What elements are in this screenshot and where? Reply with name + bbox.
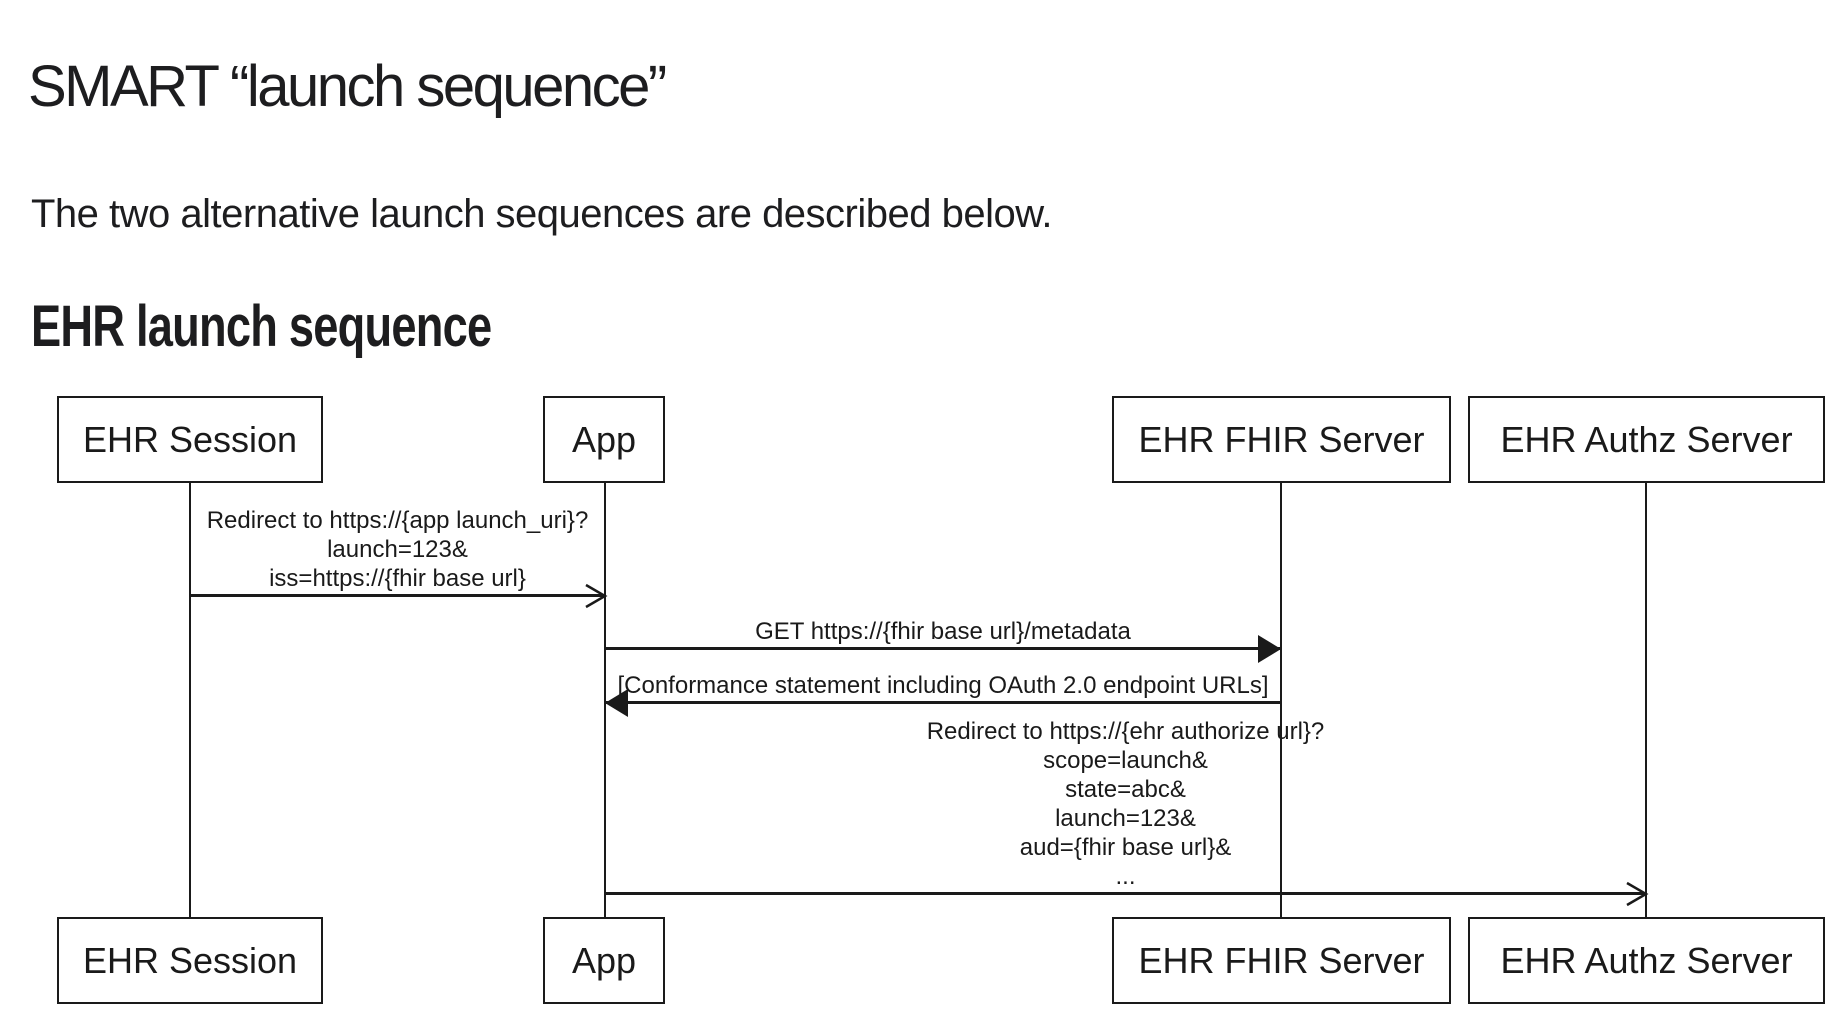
participant-label: EHR Session [82, 939, 298, 981]
section-heading: EHR launch sequence [31, 294, 492, 360]
participant-label: App [571, 418, 637, 460]
participant-box-bottom: EHR FHIR Server [1112, 917, 1451, 1004]
participant-label: EHR Authz Server [1500, 418, 1793, 460]
participant-label: EHR Authz Server [1500, 939, 1793, 981]
participant-box-top: EHR Authz Server [1468, 396, 1825, 483]
participant-box-bottom: EHR Authz Server [1468, 917, 1825, 1004]
message-label-line: Redirect to https://{app launch_uri}? [206, 507, 589, 534]
message-label-line: launch=123& [327, 536, 468, 563]
participant-label: App [571, 939, 637, 981]
page-title: SMART “launch sequence” [28, 53, 667, 119]
lifeline [189, 483, 191, 917]
message-label-line: iss=https://{fhir base url} [269, 565, 526, 592]
arrowhead-filled-icon [605, 689, 628, 717]
message-label: Redirect to https://{app launch_uri}?lau… [207, 506, 589, 593]
message-label-line: state=abc& [1065, 776, 1186, 803]
message-line [190, 594, 605, 597]
message-line [605, 701, 1281, 704]
participant-box-top: App [543, 396, 665, 483]
message-label-line: [Conformance statement including OAuth 2… [617, 672, 1269, 699]
participant-box-bottom: App [543, 917, 665, 1004]
message-line [605, 647, 1281, 650]
participant-box-bottom: EHR Session [57, 917, 323, 1004]
message-label-line: aud={fhir base url}& [1019, 834, 1232, 861]
participant-label: EHR FHIR Server [1138, 939, 1425, 981]
arrowhead-filled-icon [1258, 635, 1281, 663]
message-label: GET https://{fhir base url}/metadata [755, 617, 1131, 646]
message-label-line: launch=123& [1055, 805, 1196, 832]
arrowhead-open-icon [585, 583, 608, 609]
participant-label: EHR FHIR Server [1138, 418, 1425, 460]
arrowhead-open-icon [1626, 881, 1649, 907]
participant-box-top: EHR Session [57, 396, 323, 483]
lifeline [1280, 483, 1282, 917]
lifeline [1645, 483, 1647, 917]
participant-box-top: EHR FHIR Server [1112, 396, 1451, 483]
message-label-line: Redirect to https://{ehr authorize url}? [926, 718, 1325, 745]
message-label: [Conformance statement including OAuth 2… [617, 671, 1268, 700]
participant-label: EHR Session [82, 418, 298, 460]
message-label-line: GET https://{fhir base url}/metadata [755, 618, 1131, 645]
intro-text: The two alternative launch sequences are… [31, 192, 1053, 236]
message-line [605, 892, 1646, 895]
message-label-line: scope=launch& [1043, 747, 1208, 774]
message-label: Redirect to https://{ehr authorize url}?… [927, 717, 1325, 891]
message-label-line: ... [1115, 863, 1136, 890]
